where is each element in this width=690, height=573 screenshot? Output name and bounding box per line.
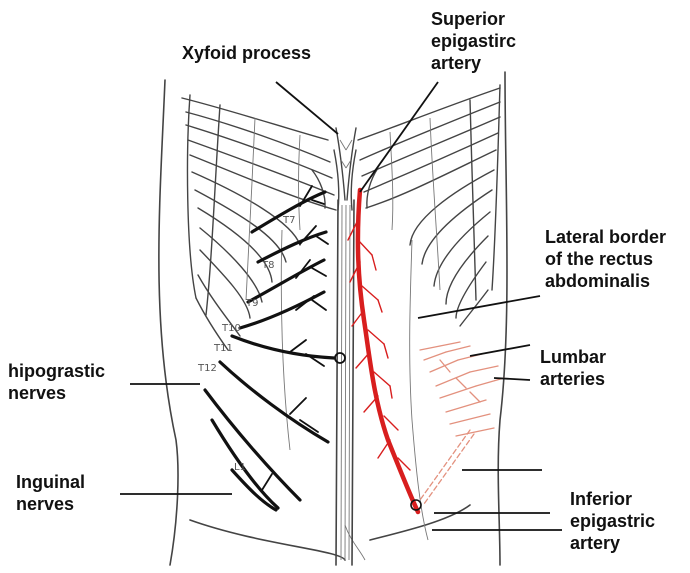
leader-superior-epigastric (360, 82, 438, 192)
level-t7: T7 (282, 215, 295, 226)
nerve-level-labels: T7 T8 T9 T10 T11 T12 L1 (197, 215, 295, 473)
level-t8: T8 (261, 260, 274, 271)
label-lateral-border-rectus: Lateral border of the rectus abdominalis (545, 226, 666, 292)
label-lumbar-arteries: Lumbar arteries (540, 346, 606, 390)
leader-lumbar-1 (470, 345, 530, 356)
label-superior-line-3: artery (431, 52, 516, 74)
label-inferior-line-2: epigastric (570, 510, 655, 532)
label-inguinal-nerves: Inguinal nerves (16, 471, 85, 515)
level-l1: L1 (234, 462, 246, 473)
label-xyfoid-text: Xyfoid process (182, 43, 311, 63)
label-superior-line-1: Superior (431, 8, 516, 30)
label-lateral-line-3: abdominalis (545, 270, 666, 292)
label-hipogastric-line-2: nerves (8, 382, 105, 404)
right-rib-cage (351, 85, 500, 326)
label-lateral-line-2: of the rectus (545, 248, 666, 270)
level-t11: T11 (213, 343, 233, 354)
label-lumbar-line-1: Lumbar (540, 346, 606, 368)
leader-xyfoid (276, 82, 338, 134)
label-xyfoid-process: Xyfoid process (182, 42, 311, 64)
label-inguinal-line-1: Inguinal (16, 471, 85, 493)
torso-outline (159, 72, 507, 565)
rectus-lateral-border (281, 230, 428, 540)
label-inguinal-line-2: nerves (16, 493, 85, 515)
level-t9: T9 (245, 298, 258, 309)
label-inferior-line-3: artery (570, 532, 655, 554)
level-t12: T12 (197, 363, 217, 374)
leader-lateral-border (418, 296, 540, 318)
label-inferior-epigastric-artery: Inferior epigastric artery (570, 488, 655, 554)
label-superior-line-2: epigastirc (431, 30, 516, 52)
label-lateral-line-1: Lateral border (545, 226, 666, 248)
label-hipogastric-line-1: hipograstic (8, 360, 105, 382)
label-lumbar-line-2: arteries (540, 368, 606, 390)
label-hipogastric-nerves: hipograstic nerves (8, 360, 105, 404)
label-superior-epigastric-artery: Superior epigastirc artery (431, 8, 516, 74)
left-rib-cage (182, 95, 339, 350)
lumbar-arteries (420, 342, 504, 504)
level-t10: T10 (221, 323, 241, 334)
label-inferior-line-1: Inferior (570, 488, 655, 510)
